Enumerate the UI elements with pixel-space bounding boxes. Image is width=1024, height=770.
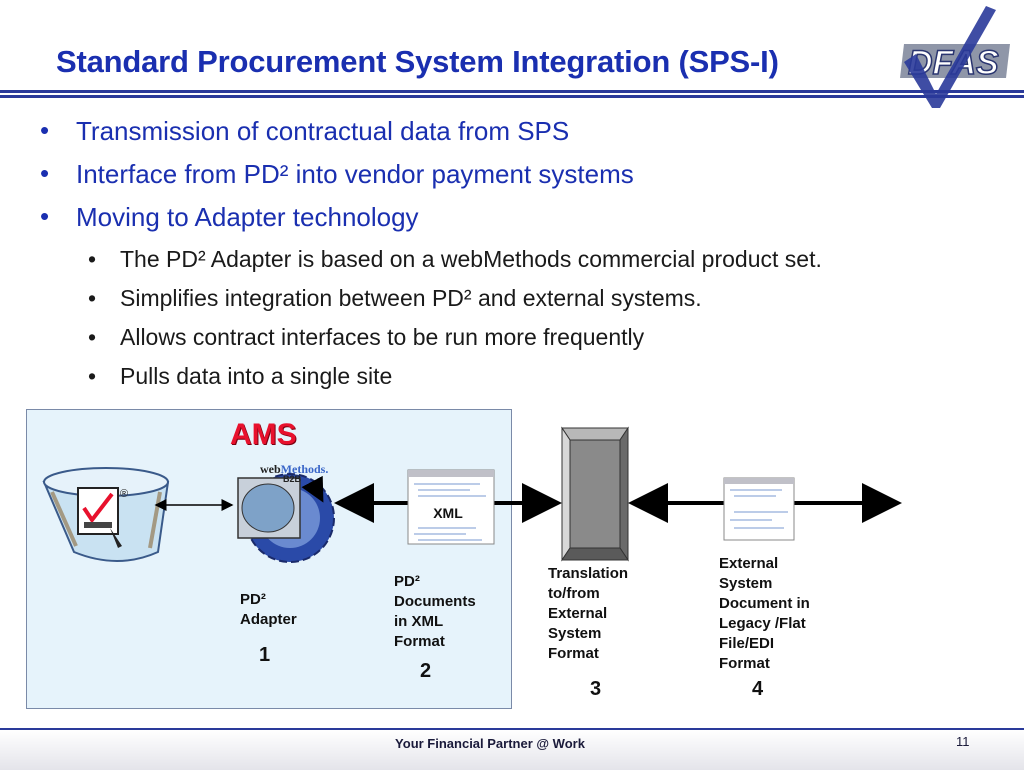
bullet-item: Moving to Adapter technology	[40, 201, 634, 245]
footer-bar	[0, 728, 1024, 770]
database-icon	[42, 467, 170, 562]
checkmark-document-icon	[77, 487, 122, 548]
logo-web: web	[260, 462, 281, 476]
sub-bullet-item: Pulls data into a single site	[88, 363, 822, 402]
sub-bullet-item: Simplifies integration between PD² and e…	[88, 285, 822, 324]
bullet-item: Interface from PD² into vendor payment s…	[40, 158, 634, 202]
xml-tag: XML	[420, 503, 476, 523]
step-1-label: PD² Adapter	[240, 591, 297, 628]
step-3-label: Translation to/from External System Form…	[548, 565, 629, 662]
ams-label: AMS	[230, 418, 297, 451]
b2b-label: B2B	[283, 474, 302, 484]
step-2-number: 2	[420, 660, 432, 682]
bullet-item: Transmission of contractual data from SP…	[40, 115, 634, 159]
dfas-logo: DFAS	[900, 6, 1010, 108]
step-1-number: 1	[259, 644, 271, 666]
step-2-label: PD² Documents in XML Format	[394, 573, 476, 650]
page-number: 11	[956, 734, 970, 749]
sub-bullet-item: Allows contract interfaces to be run mor…	[88, 324, 822, 363]
step-3-number: 3	[590, 678, 602, 700]
external-document-icon	[723, 477, 795, 541]
webmethods-logo: webMethods.	[260, 462, 328, 477]
sub-bullet-list: The PD² Adapter is based on a webMethods…	[88, 246, 822, 402]
translation-server-icon	[561, 426, 629, 562]
title-divider	[0, 90, 1024, 98]
adapter-gear-icon	[237, 473, 335, 563]
step-4-number: 4	[752, 678, 764, 700]
sub-bullet-item: The PD² Adapter is based on a webMethods…	[88, 246, 822, 285]
footer-tagline: Your Financial Partner @ Work	[395, 736, 585, 751]
slide-title: Standard Procurement System Integration …	[56, 44, 779, 79]
bullet-list: Transmission of contractual data from SP…	[40, 115, 634, 245]
registered-mark: ®	[120, 488, 129, 500]
logo-methods: Methods.	[280, 462, 329, 476]
step-4-label: External System Document in Legacy /Flat…	[719, 555, 810, 672]
